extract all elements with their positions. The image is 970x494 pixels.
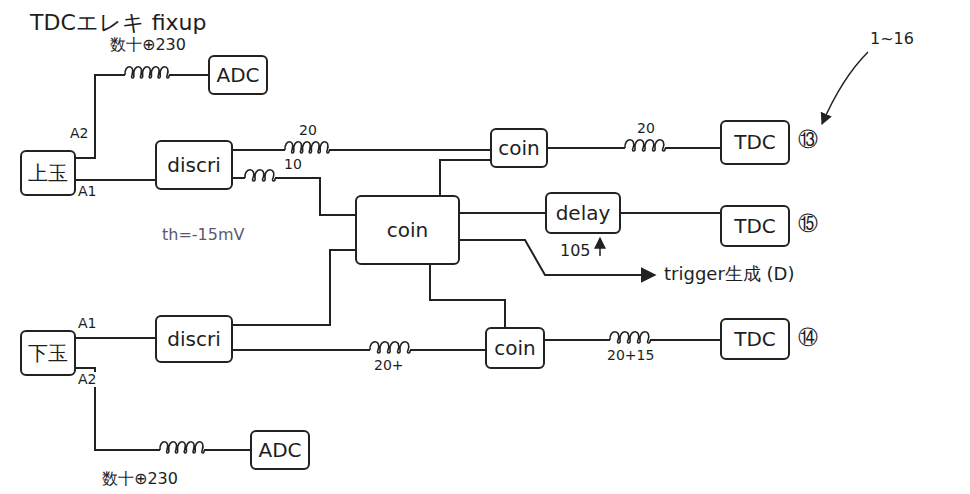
edge-label: 20 [635, 121, 657, 136]
coil-gap [245, 176, 275, 180]
process-box: coin [355, 195, 460, 265]
box-text: TDC [734, 215, 776, 238]
note-label: trigger生成 (D) [662, 264, 796, 284]
coil-loops [285, 142, 329, 153]
note-label: 1~16 [868, 30, 916, 48]
box-text: discri [167, 328, 220, 351]
channel-number: ⑬ [796, 128, 820, 150]
edge-label: 20 [297, 123, 319, 138]
edge-label: 20+15 [605, 348, 656, 363]
connector [76, 179, 155, 181]
coil-loops [125, 67, 169, 78]
coil-loops [370, 342, 410, 353]
edge-label: 20+ [372, 358, 406, 373]
process-box: 上玉 [20, 150, 76, 196]
connector [440, 160, 490, 195]
box-text: discri [167, 154, 220, 177]
cable-coil-symbol [625, 140, 665, 151]
coil-loops [625, 140, 665, 151]
box-text: 上玉 [28, 162, 68, 185]
connector [621, 212, 720, 214]
connector [233, 349, 485, 351]
edge-label: A2 [76, 372, 98, 387]
cable-coil-symbol [285, 142, 329, 153]
box-text: coin [387, 219, 428, 242]
connector [233, 149, 490, 151]
process-box: TDC [720, 205, 790, 247]
range-pointer [822, 52, 868, 124]
box-text: 下玉 [28, 342, 68, 365]
connector [233, 250, 355, 325]
process-box: TDC [720, 120, 790, 165]
process-box: discri [155, 315, 233, 363]
cable-coil-symbol [370, 342, 410, 353]
process-box: delay [545, 192, 621, 234]
cable-coil-symbol [610, 332, 650, 343]
note-label: 数十⊕230 [108, 36, 188, 54]
connector [545, 339, 720, 341]
process-box: TDC [720, 318, 790, 360]
process-box: discri [155, 140, 233, 190]
coil-loops [610, 332, 650, 343]
delay-pointer [599, 238, 601, 256]
channel-number: ⑮ [796, 212, 820, 234]
box-text: ADC [216, 64, 259, 87]
channel-number: ⑭ [796, 326, 820, 348]
connector [76, 368, 250, 450]
edge-label: A1 [76, 316, 98, 331]
box-text: TDC [734, 131, 776, 154]
coil-loops [245, 170, 275, 181]
diagram-title: TDCエレキ fixup [30, 8, 207, 38]
box-text: TDC [734, 328, 776, 351]
process-box: coin [485, 327, 545, 369]
process-box: 下玉 [20, 330, 76, 376]
box-text: delay [556, 202, 611, 225]
connector [76, 337, 155, 339]
note-label: th=-15mV [160, 226, 246, 244]
edge-label: 10 [282, 157, 304, 172]
cable-coil-symbol [125, 67, 169, 78]
process-box: ADC [250, 430, 310, 470]
connector [460, 212, 545, 214]
note-label: 数十⊕230 [100, 470, 180, 488]
cable-coil-symbol [160, 442, 204, 453]
edge-label: A1 [76, 184, 98, 199]
connector [233, 178, 355, 215]
connector [430, 265, 505, 327]
cable-coil-symbol [245, 170, 275, 181]
box-text: coin [494, 337, 535, 360]
trigger-arrow [460, 240, 655, 275]
note-label: 105 [558, 242, 593, 260]
process-box: ADC [208, 55, 268, 95]
edge-label: A2 [68, 126, 90, 141]
box-text: coin [498, 137, 539, 160]
coil-loops [160, 442, 204, 453]
box-text: ADC [258, 439, 301, 462]
process-box: coin [490, 128, 548, 168]
